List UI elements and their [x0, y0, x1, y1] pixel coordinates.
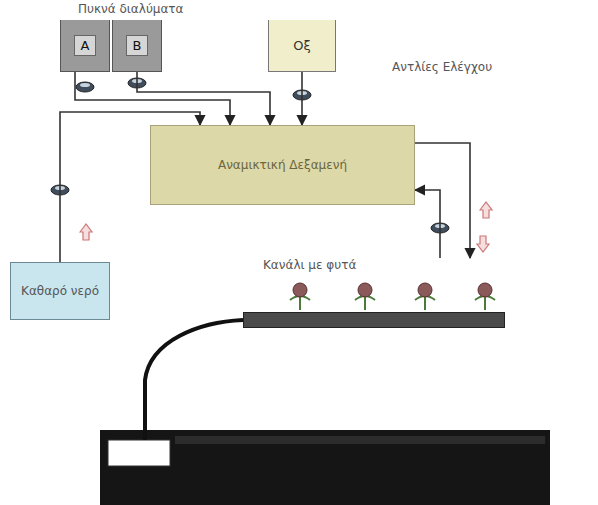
pipe-connector [137, 72, 270, 125]
flow-arrows [80, 202, 492, 252]
water-tank: Καθαρό νερό [10, 262, 110, 320]
reservoir-slot [108, 440, 170, 466]
channel-bar [243, 312, 505, 328]
acid-tank: Οξ [268, 20, 336, 72]
base-shade [175, 436, 545, 444]
concentrate-tank: B [112, 20, 162, 72]
concentrate-tank: A [60, 20, 110, 72]
pipe-connector [301, 72, 303, 125]
node-text: Αναμικτική Δεξαμενή [218, 158, 347, 172]
pipe-connector [75, 72, 230, 125]
pump-label: Αντλίες Ελέγχου [392, 60, 492, 74]
drain-hose [145, 320, 243, 440]
plants [290, 283, 495, 310]
pipe-connector [415, 143, 470, 258]
mixing-tank: Αναμικτική Δεξαμενή [150, 125, 415, 205]
node-text: Καθαρό νερό [21, 284, 99, 298]
node-text: Κανάλι με φυτά [263, 258, 356, 272]
pumps [51, 78, 449, 233]
group-label: Πυκνά διαλύματα [78, 2, 184, 16]
base-block [100, 430, 550, 505]
pump-highlights [55, 79, 445, 228]
node-text: B [126, 35, 149, 56]
node-text: A [74, 35, 97, 56]
node-text: Οξ [293, 38, 310, 53]
plant-channel: Κανάλι με φυτά [243, 258, 505, 328]
pipe-connector [415, 190, 440, 258]
